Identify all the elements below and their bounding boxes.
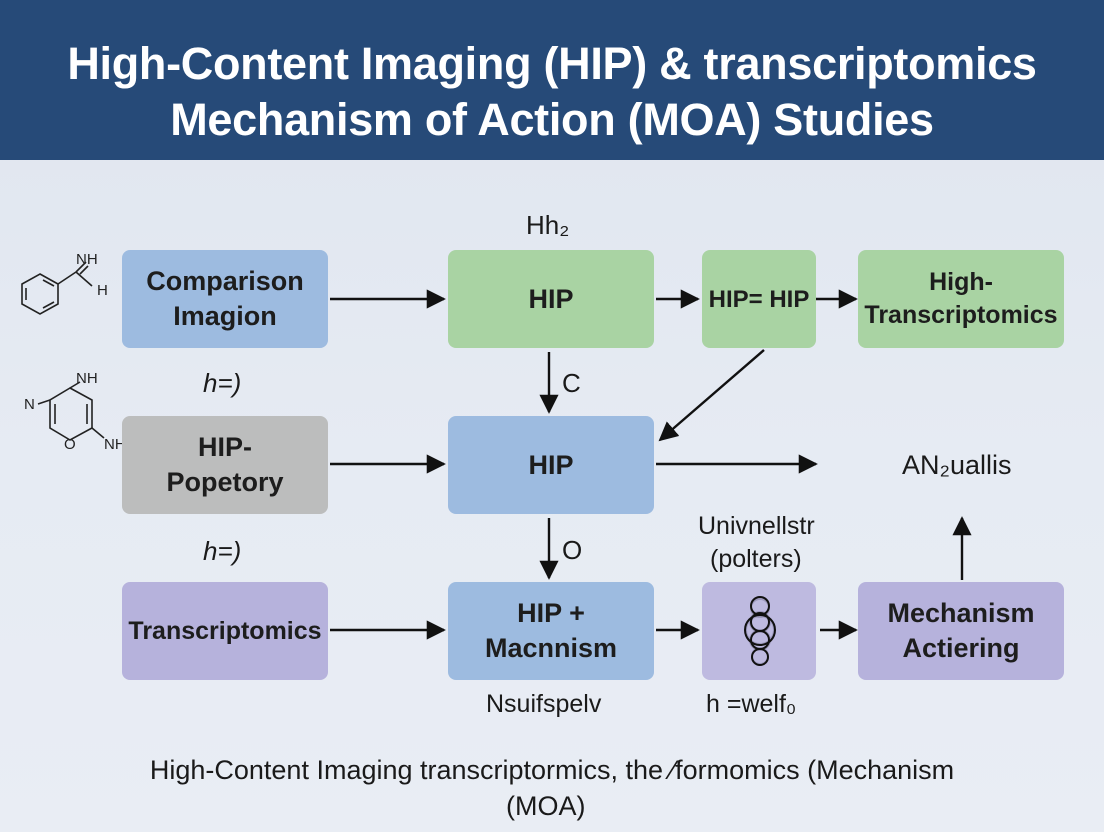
box-hip-mid: HIP <box>448 416 654 514</box>
box-mech-label-1: Mechanism <box>887 598 1035 628</box>
label-univnellstr: Univnellstr <box>698 512 815 540</box>
box-transcriptomics-label: Transcriptomics <box>128 616 322 645</box>
box-hip-top-label: HIP <box>528 283 574 314</box>
box-comparison-label-2: Imagion <box>173 301 277 331</box>
box-hipmac-label-1: HIP + <box>517 598 585 628</box>
label-polters: (polters) <box>710 545 802 573</box>
box-mechanism-actiering: Mechanism Actiering <box>858 582 1064 680</box>
label-h-eq-1: h=) <box>203 368 242 398</box>
footer-line-2: (MOA) <box>506 791 586 821</box>
label-hh2: Hh₂ <box>526 210 570 240</box>
molecule-1-icon <box>21 261 93 315</box>
box-popetory-label-1: HIP- <box>198 432 252 462</box>
molecule-1-nh: NH <box>76 251 98 268</box>
box-hip-popetory: HIP- Popetory <box>122 416 328 514</box>
box-hipmac-label-2: Macnnism <box>484 633 618 663</box>
box-hightrans-label-2: Transcriptomics <box>864 301 1058 329</box>
label-an2uallis: AN₂uallis <box>902 450 1012 480</box>
title-line-2: Mechanism of Action (MOA) Studies <box>170 94 934 145</box>
footer-line-1: High-Content Imaging transcriptormics, t… <box>149 755 955 785</box>
box-transcriptomics: Transcriptomics <box>122 582 328 680</box>
molecule-2-n: N <box>24 396 35 413</box>
label-o: O <box>562 535 583 565</box>
molecule-2-nh: NH <box>76 370 98 387</box>
title-line-1: High-Content Imaging (HIP) & transcripto… <box>67 38 1037 89</box>
box-hip-eq-hip: HIP= HIP <box>702 250 816 348</box>
footer-caption: High-Content Imaging transcriptormics, t… <box>0 752 1104 824</box>
molecule-2-o: O <box>64 436 76 453</box>
arrow-diagonal <box>658 349 765 442</box>
box-mech-label-2: Actiering <box>902 633 1020 663</box>
box-popetory-label-2: Popetory <box>166 467 284 497</box>
label-c: C <box>562 368 581 398</box>
box-high-transcriptomics: High- Transcriptomics <box>858 250 1064 348</box>
label-nsuifspelv: Nsuifspelv <box>486 690 602 718</box>
molecule-1-h: H <box>97 282 108 299</box>
box-hip-eq-label: HIP= HIP <box>708 285 810 313</box>
box-hip-macnnism: HIP + Macnnism <box>448 582 654 680</box>
box-hip-top: HIP <box>448 250 654 348</box>
molecule-2-nh2: NH <box>104 436 126 453</box>
molecule-2-icon <box>37 381 105 441</box>
box-comparison-imagion: Comparison Imagion <box>122 250 328 348</box>
title-banner: High-Content Imaging (HIP) & transcripto… <box>0 0 1104 160</box>
box-hip-mid-label: HIP <box>528 449 574 480</box>
box-hightrans-label-1: High- <box>929 268 993 296</box>
label-h-eq-2: h=) <box>203 536 242 566</box>
label-welf: h =welf₀ <box>706 690 797 718</box>
box-comparison-label-1: Comparison <box>146 266 304 296</box>
